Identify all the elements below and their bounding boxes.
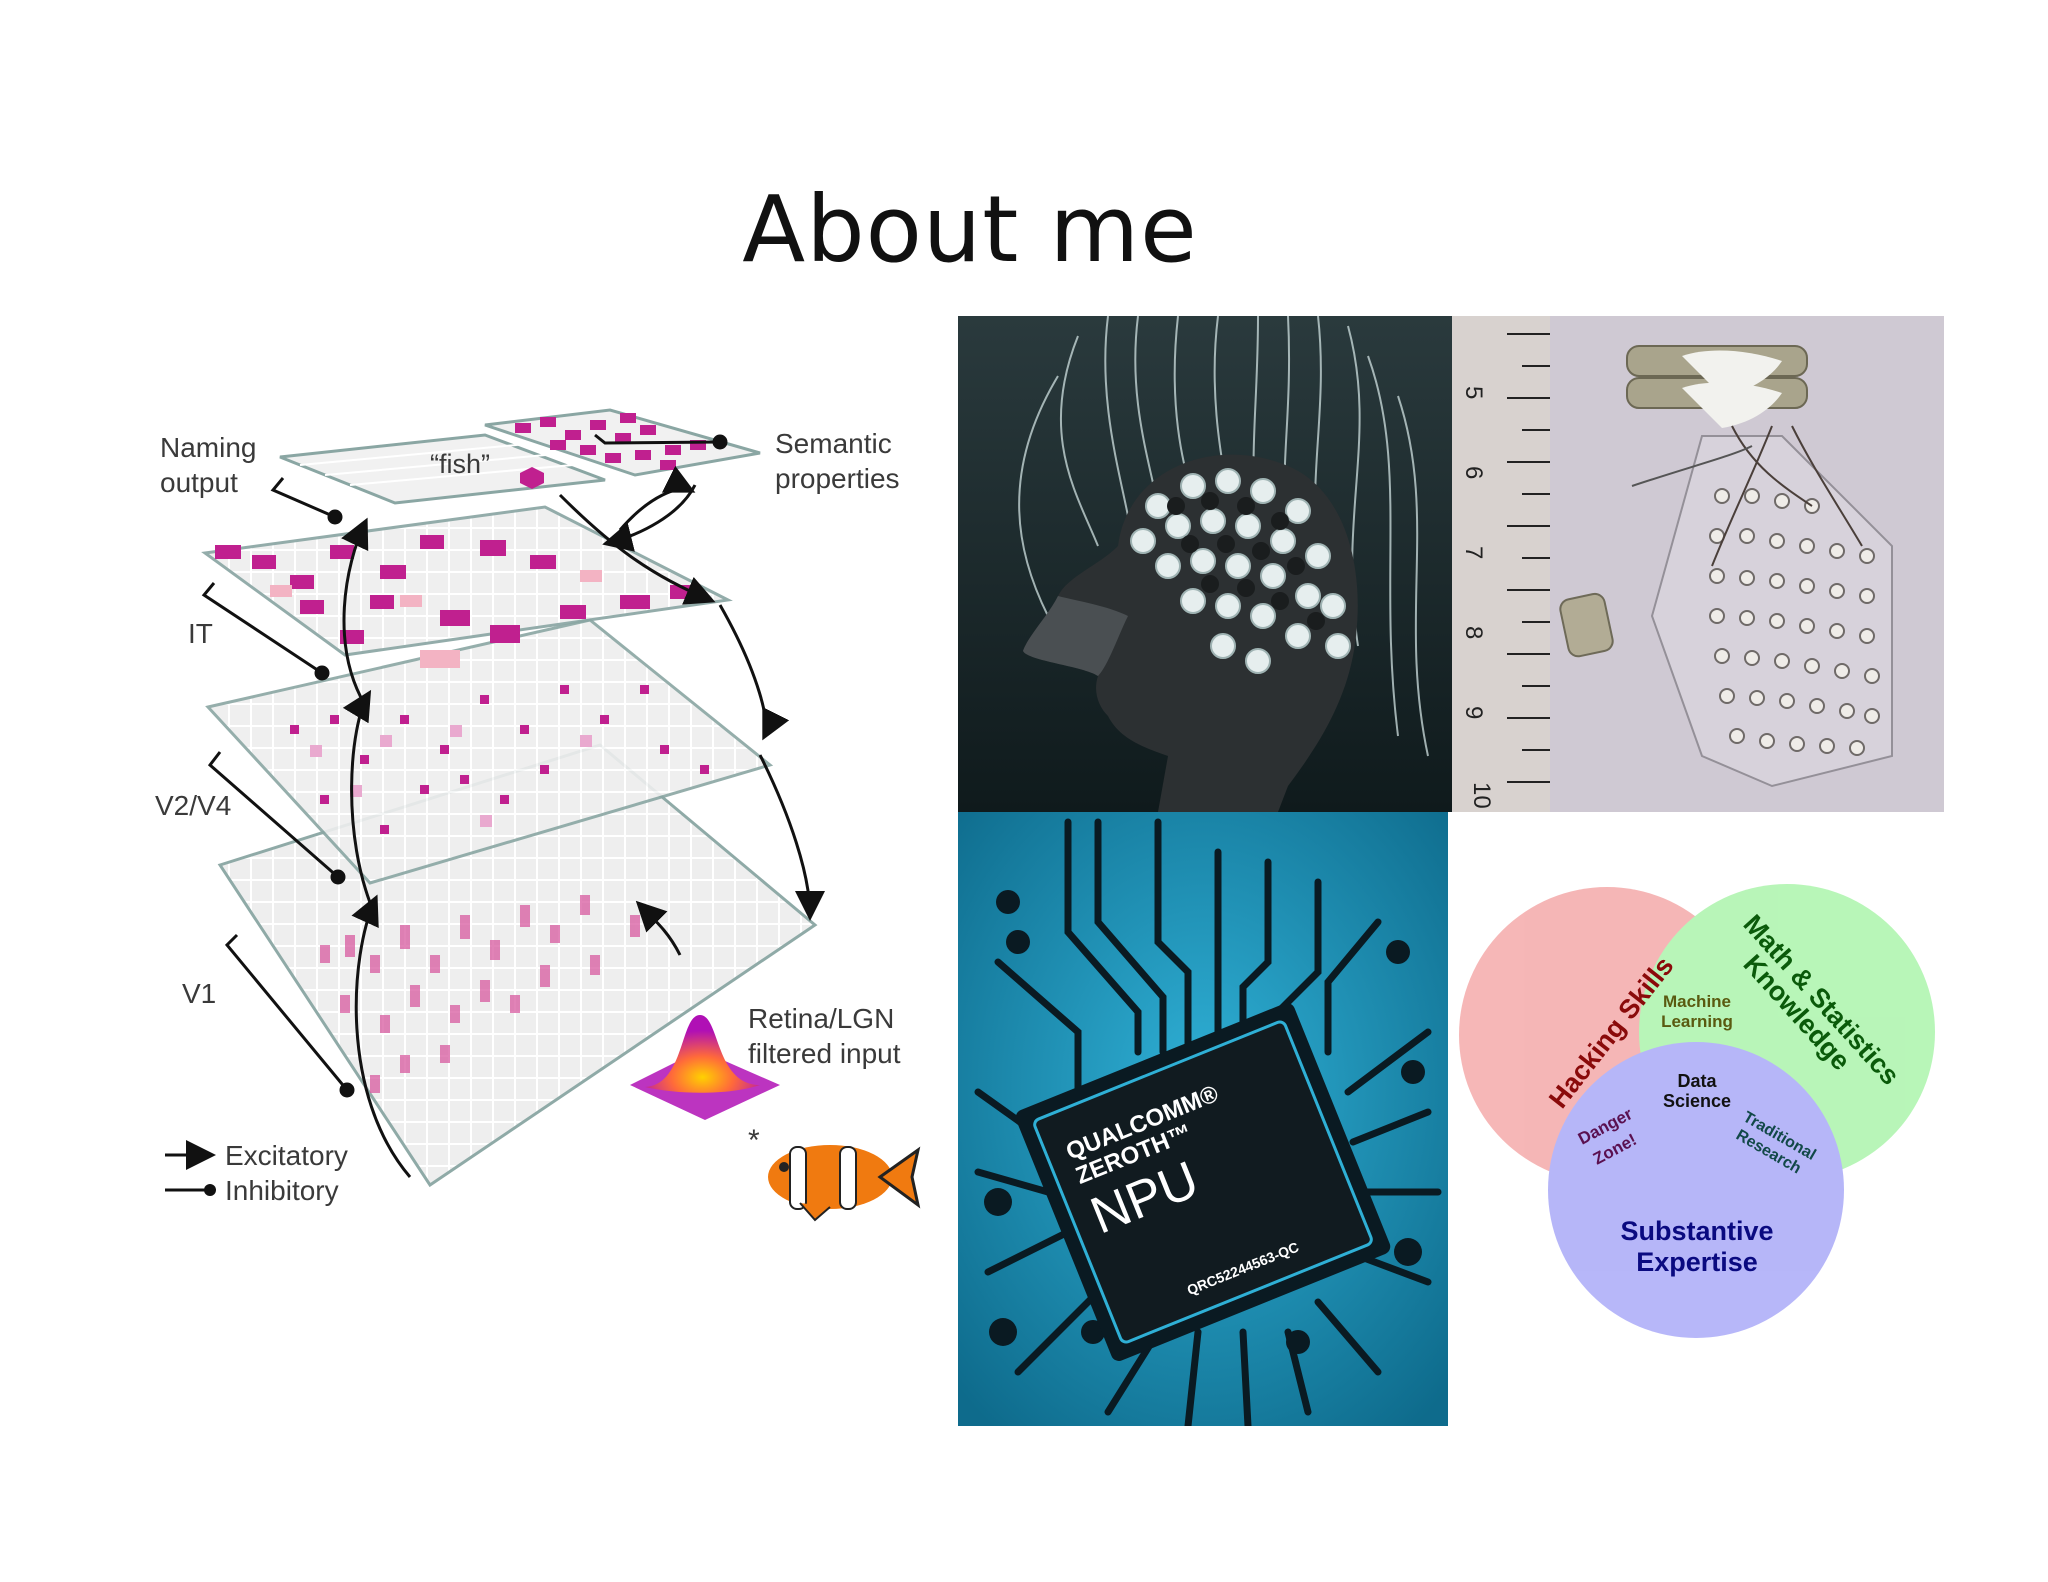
ruler-mark-10: 10 xyxy=(1468,782,1495,809)
circuit-pads xyxy=(984,890,1425,1354)
v1-label: V1 xyxy=(182,978,216,1009)
npu-chip-illustration: QUALCOMM® ZEROTH™ NPU QRC52244563-QC xyxy=(958,812,1448,1426)
v2v4-plane xyxy=(205,618,774,885)
ruler-mark-5: 5 xyxy=(1460,386,1487,399)
legend-inhibitory: Inhibitory xyxy=(225,1175,339,1206)
retina-label-2: filtered input xyxy=(748,1038,901,1069)
venn-circle-substantive xyxy=(1548,1042,1844,1338)
retina-label: Retina/LGN xyxy=(748,1003,894,1034)
connection-arrows xyxy=(341,465,825,1178)
ruler-mark-9: 9 xyxy=(1460,706,1487,719)
ruler-mark-7: 7 xyxy=(1460,546,1487,559)
visual-hierarchy-figure: Naming output “fish” Semantic properties… xyxy=(155,408,921,1222)
naming-output-label: Naming xyxy=(160,432,256,463)
legend-excitatory: Excitatory xyxy=(225,1140,348,1171)
ruler-mark-6: 6 xyxy=(1460,466,1487,479)
eeg-head-photo xyxy=(958,316,1452,812)
semantic-label: Semantic xyxy=(775,428,892,459)
clownfish-icon xyxy=(768,1145,921,1222)
v2v4-label: V2/V4 xyxy=(155,790,231,821)
electrode-grid-photo: 5 6 7 8 9 10 xyxy=(1452,316,1944,812)
legend: Excitatory Inhibitory xyxy=(165,1140,348,1206)
ruler-labels: 5 6 7 8 9 10 xyxy=(1460,386,1495,809)
venn-ds-label: Data xyxy=(1677,1071,1717,1091)
asterisk-label: * xyxy=(748,1124,760,1157)
inhibitory-brackets xyxy=(201,433,728,1098)
fish-word-label: “fish” xyxy=(430,449,490,479)
npu-chip: QUALCOMM® ZEROTH™ NPU QRC52244563-QC xyxy=(1015,1003,1391,1361)
semantic-label-2: properties xyxy=(775,463,900,494)
retina-gaussian-icon xyxy=(630,1015,780,1120)
it-label: IT xyxy=(188,618,213,649)
slide-title: About me xyxy=(742,176,1198,283)
data-science-venn: Hacking Skills Math & Statistics Knowled… xyxy=(1459,884,1935,1338)
venn-ml-label: Machine xyxy=(1663,992,1731,1011)
venn-ml-label-2: Learning xyxy=(1661,1012,1733,1031)
naming-output-label-2: output xyxy=(160,467,238,498)
naming-output-plane xyxy=(279,433,606,505)
ruler-mark-8: 8 xyxy=(1460,626,1487,639)
it-plane xyxy=(201,505,733,668)
venn-ds-label-2: Science xyxy=(1663,1091,1731,1111)
venn-substantive-label: Substantive xyxy=(1620,1216,1773,1246)
ruler-ticks xyxy=(1507,333,1550,783)
venn-substantive-label-2: Expertise xyxy=(1636,1247,1758,1277)
